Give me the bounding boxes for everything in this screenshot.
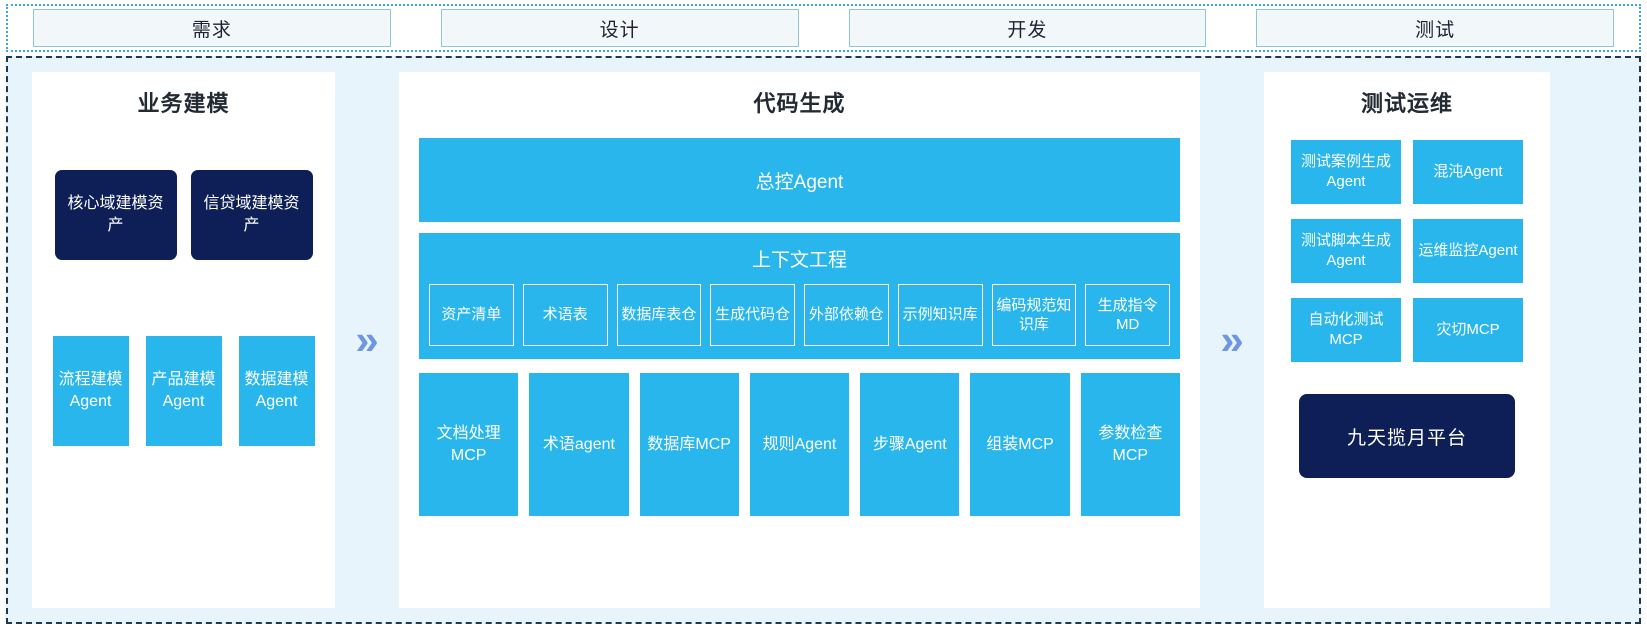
context-box-db-table-repo[interactable]: 数据库表仓 [616, 284, 702, 346]
test-ops-card-test-script-generation-agent[interactable]: 测试脚本生成Agent [1291, 219, 1401, 283]
asset-card-credit-domain[interactable]: 信贷域建模资产 [190, 170, 313, 260]
asset-card-core-domain[interactable]: 核心域建模资产 [54, 170, 177, 260]
test-ops-card-ops-monitoring-agent[interactable]: 运维监控Agent [1413, 219, 1523, 283]
chevron-right-icon-1: » [355, 316, 379, 363]
tool-card-document-processing-mcp[interactable]: 文档处理MCP [419, 373, 519, 516]
tool-card-rule-agent[interactable]: 规则Agent [749, 373, 850, 516]
phase-bar: 需求 设计 开发 测试 [6, 4, 1641, 52]
phase-tab-testing[interactable]: 测试 [1256, 9, 1614, 47]
test-ops-card-disaster-switch-mcp[interactable]: 灾切MCP [1413, 298, 1523, 362]
context-engineering-title: 上下文工程 [751, 250, 847, 271]
platform-card-jiutian-lanyue[interactable]: 九天揽月平台 [1299, 394, 1515, 478]
panel-business-modeling: 业务建模 核心域建模资产 信贷域建模资产 流程建模Agent 产品建模Agent… [32, 72, 335, 608]
architecture-board: 业务建模 核心域建模资产 信贷域建模资产 流程建模Agent 产品建模Agent… [6, 56, 1641, 624]
panel-code-generation: 代码生成 总控Agent 上下文工程 资产清单 术语表 数据库表仓 生成代码仓 … [399, 72, 1200, 608]
business-agent-group: 流程建模Agent 产品建模Agent 数据建模Agent [32, 336, 335, 446]
context-box-row: 资产清单 术语表 数据库表仓 生成代码仓 外部依赖仓 示例知识库 编码规范知识库… [429, 284, 1170, 346]
context-engineering-block: 上下文工程 资产清单 术语表 数据库表仓 生成代码仓 外部依赖仓 示例知识库 编… [419, 233, 1180, 359]
phase-tab-design[interactable]: 设计 [440, 9, 799, 47]
panel-title-code-generation: 代码生成 [753, 91, 846, 116]
tool-card-row: 文档处理MCP 术语agent 数据库MCP 规则Agent 步骤Agent 组… [419, 373, 1180, 516]
context-box-coding-standard-knowledge-base[interactable]: 编码规范知识库 [991, 284, 1077, 346]
panel-test-operations: 测试运维 测试案例生成Agent 混沌Agent 测试脚本生成Agent 运维监… [1264, 72, 1550, 608]
tool-card-database-mcp[interactable]: 数据库MCP [639, 373, 739, 516]
chevron-right-icon-2: » [1220, 316, 1244, 363]
agent-card-process-modeling[interactable]: 流程建模Agent [52, 336, 129, 446]
tool-card-terminology-agent[interactable]: 术语agent [529, 373, 629, 516]
context-box-generation-instruction-md[interactable]: 生成指令MD [1085, 284, 1170, 346]
agent-card-data-modeling[interactable]: 数据建模Agent [238, 336, 315, 446]
business-asset-group: 核心域建模资产 信贷域建模资产 [32, 170, 335, 260]
agent-card-product-modeling[interactable]: 产品建模Agent [145, 336, 222, 446]
panel-title-business-modeling: 业务建模 [137, 91, 230, 116]
tool-card-step-agent[interactable]: 步骤Agent [860, 373, 960, 516]
tool-card-parameter-check-mcp[interactable]: 参数检查MCP [1080, 373, 1180, 516]
panel-title-test-operations: 测试运维 [1360, 91, 1453, 116]
tool-card-assembly-mcp[interactable]: 组装MCP [970, 373, 1070, 516]
test-ops-card-test-case-generation-agent[interactable]: 测试案例生成Agent [1291, 140, 1401, 204]
context-box-example-knowledge-base[interactable]: 示例知识库 [897, 284, 983, 346]
context-box-glossary[interactable]: 术语表 [522, 284, 608, 346]
phase-tab-development[interactable]: 开发 [848, 9, 1207, 47]
test-ops-card-chaos-agent[interactable]: 混沌Agent [1413, 140, 1523, 204]
context-box-external-dependency-repo[interactable]: 外部依赖仓 [804, 284, 889, 346]
test-ops-card-automated-test-mcp[interactable]: 自动化测试MCP [1291, 298, 1401, 362]
phase-tab-requirements[interactable]: 需求 [33, 9, 391, 47]
test-ops-card-grid: 测试案例生成Agent 混沌Agent 测试脚本生成Agent 运维监控Agen… [1264, 140, 1550, 362]
context-box-asset-inventory[interactable]: 资产清单 [429, 284, 514, 346]
context-box-generated-code-repo[interactable]: 生成代码仓 [710, 284, 795, 346]
master-agent-bar[interactable]: 总控Agent [419, 138, 1180, 222]
